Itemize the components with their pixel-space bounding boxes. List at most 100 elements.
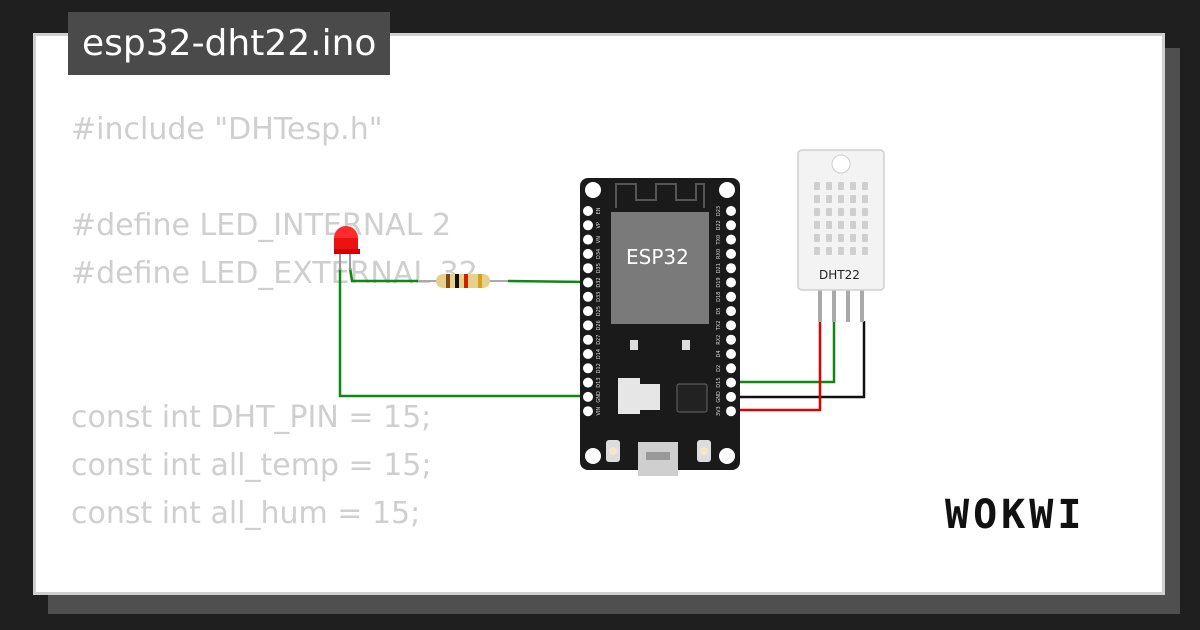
led-wire bbox=[348, 267, 418, 283]
dht22-sensor[interactable]: DHT22 bbox=[797, 149, 885, 322]
pin-label: D15 bbox=[716, 377, 722, 387]
code-line: const int DHT_PIN = 15; bbox=[71, 400, 432, 435]
pin-hole[interactable] bbox=[726, 306, 736, 317]
vent-slot bbox=[814, 182, 820, 190]
pin-label: RX2 bbox=[716, 335, 722, 345]
pin-label: D18 bbox=[716, 292, 722, 302]
pin-hole[interactable] bbox=[583, 406, 593, 417]
vent-slot bbox=[826, 208, 832, 216]
pin-hole[interactable] bbox=[726, 248, 736, 259]
pin-hole[interactable] bbox=[726, 291, 736, 302]
vent-slot bbox=[814, 208, 820, 216]
left-pin-header: ENVPVND34D35D32D33D25D26D27D14D12D13GNDV… bbox=[583, 206, 602, 417]
antenna-trace bbox=[615, 183, 705, 208]
vent-slot bbox=[850, 195, 856, 203]
pin-label: VIN bbox=[596, 407, 602, 416]
pin-hole[interactable] bbox=[583, 248, 593, 259]
pin-hole[interactable] bbox=[583, 277, 593, 288]
vent-slot bbox=[850, 221, 856, 229]
pin-hole[interactable] bbox=[726, 334, 736, 345]
pin-hole[interactable] bbox=[583, 206, 593, 216]
vent-slot bbox=[838, 208, 844, 216]
pin-label: VN bbox=[596, 236, 602, 243]
right-pin-header: D23D22TX0RX0D21D19D18D5TX2RX2D4D2D15GND3… bbox=[716, 206, 736, 417]
pin-hole[interactable] bbox=[726, 320, 736, 331]
pin-hole[interactable] bbox=[726, 406, 736, 417]
vent-slot bbox=[862, 182, 868, 190]
vent-slot bbox=[826, 195, 832, 203]
pin-label: D25 bbox=[596, 306, 602, 316]
vent-slot bbox=[862, 247, 868, 255]
pin-label: D33 bbox=[596, 292, 602, 302]
pin-hole[interactable] bbox=[583, 220, 593, 231]
wires bbox=[338, 267, 866, 412]
pin-label: D2 bbox=[716, 365, 722, 372]
led[interactable] bbox=[334, 226, 360, 270]
pin-label: RX0 bbox=[716, 249, 722, 259]
pin-hole[interactable] bbox=[726, 206, 736, 216]
pin-label: D22 bbox=[716, 220, 722, 230]
vent-slot bbox=[826, 221, 832, 229]
vent-slot bbox=[814, 234, 820, 242]
vent-slot bbox=[814, 247, 820, 255]
pin-hole[interactable] bbox=[583, 306, 593, 317]
pin-hole[interactable] bbox=[583, 391, 593, 402]
pin-label: D4 bbox=[716, 350, 722, 357]
pin-hole[interactable] bbox=[726, 220, 736, 231]
vent-slot bbox=[814, 195, 820, 203]
vent-slot bbox=[850, 208, 856, 216]
pin-hole[interactable] bbox=[726, 263, 736, 274]
resistor[interactable] bbox=[418, 274, 508, 288]
pin-hole[interactable] bbox=[583, 234, 593, 245]
code-line: #include "DHTesp.h" bbox=[71, 112, 383, 147]
pin-label: GND bbox=[716, 391, 722, 403]
pin-hole[interactable] bbox=[583, 349, 593, 359]
resistor-wire bbox=[507, 279, 589, 284]
vent-slot bbox=[814, 221, 820, 229]
pin-label: D14 bbox=[596, 349, 602, 359]
vent-slot bbox=[850, 182, 856, 190]
pin-label: D27 bbox=[596, 335, 602, 345]
pin-hole[interactable] bbox=[583, 291, 593, 302]
vent-slot bbox=[826, 234, 832, 242]
esp32-board[interactable]: ESP32 ENVPVND34D35D32D33D25D26D27D14D12D… bbox=[580, 178, 740, 476]
esp32-module bbox=[611, 212, 709, 324]
pin-label: TX2 bbox=[716, 321, 722, 332]
pin-label: VP bbox=[596, 222, 602, 228]
vent-slot bbox=[838, 247, 844, 255]
vent-slot bbox=[838, 234, 844, 242]
pin-hole[interactable] bbox=[726, 363, 736, 374]
code-listing: #include "DHTesp.h" #define LED_INTERNAL… bbox=[71, 106, 478, 592]
data-wire bbox=[731, 321, 836, 384]
pin-hole[interactable] bbox=[726, 391, 736, 402]
pin-label: D26 bbox=[596, 320, 602, 330]
pin-hole[interactable] bbox=[583, 377, 593, 388]
pin-label: D13 bbox=[596, 377, 602, 387]
vcc-wire bbox=[731, 321, 822, 412]
sensor-vent-grid bbox=[814, 182, 868, 255]
pin-label: D32 bbox=[596, 277, 602, 287]
pin-hole[interactable] bbox=[583, 263, 593, 274]
usb-chip bbox=[676, 383, 708, 413]
vent-slot bbox=[862, 234, 868, 242]
sensor-label: DHT22 bbox=[819, 268, 860, 282]
pin-hole[interactable] bbox=[583, 320, 593, 331]
pin-hole[interactable] bbox=[726, 277, 736, 288]
pin-label: GND bbox=[596, 391, 602, 403]
vent-slot bbox=[862, 208, 868, 216]
pin-label: D35 bbox=[596, 263, 602, 273]
pin-hole[interactable] bbox=[583, 334, 593, 345]
vent-slot bbox=[826, 247, 832, 255]
vent-slot bbox=[862, 195, 868, 203]
code-line: const int all_hum = 15; bbox=[71, 496, 421, 531]
vent-slot bbox=[838, 195, 844, 203]
pin-hole[interactable] bbox=[726, 234, 736, 245]
file-title: esp32-dht22.ino bbox=[68, 12, 391, 75]
pin-hole[interactable] bbox=[726, 377, 736, 388]
pin-label: D19 bbox=[716, 277, 722, 287]
ground-wire bbox=[338, 268, 588, 398]
pin-hole[interactable] bbox=[726, 349, 736, 359]
vent-slot bbox=[850, 234, 856, 242]
pin-hole[interactable] bbox=[583, 363, 593, 374]
